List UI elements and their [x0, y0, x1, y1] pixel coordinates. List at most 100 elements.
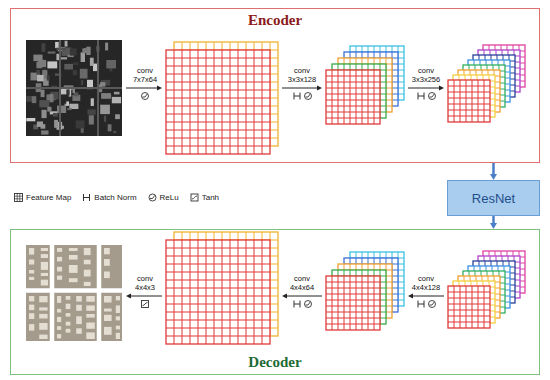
map-building	[66, 296, 71, 300]
satellite-building	[64, 64, 73, 70]
conv-arrowhead	[282, 294, 287, 299]
map-building	[116, 326, 120, 330]
connector-arrow	[490, 216, 497, 229]
legend-text: Feature Map	[26, 193, 71, 202]
feature-map-cells	[326, 70, 380, 124]
batch-norm-symbol	[84, 194, 90, 201]
map-building	[116, 333, 120, 339]
satellite-building	[73, 89, 76, 93]
node-title: Encoder	[248, 12, 302, 29]
map-building	[84, 248, 91, 255]
conv-label: 3x3x128	[288, 75, 316, 84]
feature-map-symbol	[15, 194, 23, 202]
map-building	[29, 305, 34, 311]
batch-norm-symbol	[418, 301, 424, 308]
map-building	[116, 296, 120, 300]
feature-map-layer	[166, 240, 270, 344]
map-building	[57, 309, 61, 313]
conv-arrowhead	[126, 294, 131, 299]
node-title: ResNet	[472, 191, 515, 206]
relu-symbol	[429, 93, 436, 100]
satellite-building	[55, 42, 59, 48]
feature-map-cells	[166, 50, 270, 154]
relu-symbol	[149, 194, 156, 201]
map-building	[86, 314, 95, 318]
satellite-building	[54, 120, 58, 128]
map-building	[104, 248, 110, 254]
conv-arrowhead	[157, 86, 162, 91]
map-building	[57, 296, 61, 303]
feature-map-frame	[326, 70, 380, 124]
satellite-building	[47, 107, 51, 112]
conv-label: conv	[294, 274, 310, 283]
node-title: Decoder	[248, 354, 301, 371]
conv-arrowhead	[439, 86, 444, 91]
map-building	[41, 280, 48, 286]
satellite-building	[88, 109, 96, 114]
satellite-building	[66, 101, 69, 105]
satellite-building	[73, 62, 78, 65]
map-building	[104, 272, 110, 279]
map-building	[41, 248, 48, 251]
batch-norm-symbol	[294, 301, 300, 308]
decoder-region: Decoder	[10, 229, 540, 375]
conv-arrowhead	[317, 86, 322, 91]
map-building	[69, 248, 78, 251]
map-building	[104, 296, 112, 303]
map-building	[104, 259, 110, 266]
map-building	[57, 267, 62, 272]
map-building	[76, 328, 82, 334]
map-building	[84, 270, 91, 277]
conv-arrow	[412, 296, 444, 297]
connector-line	[492, 216, 495, 224]
conv-arrow	[282, 88, 318, 89]
conv-arrowhead	[408, 294, 413, 299]
satellite-building	[70, 48, 77, 55]
satellite-building	[33, 55, 42, 62]
conv-label: 4x4x128	[412, 283, 440, 292]
conv-label: 3x3x256	[412, 75, 440, 84]
satellite-building	[57, 106, 66, 113]
batch-norm-symbol	[294, 93, 300, 100]
map-building	[29, 296, 34, 301]
feature-map-cells	[326, 276, 380, 330]
legend-symbol	[82, 193, 91, 202]
relu-symbol	[429, 301, 436, 308]
map-building	[76, 296, 82, 302]
legend-symbol	[148, 193, 157, 202]
map-building	[41, 254, 48, 258]
satellite-building	[112, 97, 121, 103]
map-building	[29, 248, 34, 255]
satellite-building	[26, 118, 35, 121]
feature-map-layer	[326, 70, 380, 124]
resnet-box: ResNet	[447, 180, 540, 216]
map-building	[86, 323, 95, 329]
legend-item: ReLu	[148, 193, 179, 202]
legend-item: Tanh	[190, 193, 219, 202]
satellite-building	[42, 43, 46, 52]
map-building	[66, 304, 71, 309]
map-building	[29, 260, 34, 265]
relu-symbol	[305, 93, 312, 100]
map-building	[39, 307, 47, 310]
satellite-building	[108, 124, 112, 131]
satellite-building	[106, 60, 116, 68]
map-building	[84, 282, 91, 286]
conv-label: conv	[418, 274, 434, 283]
legend-item: Feature Map	[14, 193, 71, 202]
satellite-building	[47, 61, 57, 68]
satellite-building	[42, 110, 47, 118]
satellite-building	[81, 80, 83, 85]
connector-arrow	[490, 163, 497, 180]
satellite-building	[61, 57, 67, 59]
legend-item: Batch Norm	[82, 193, 136, 202]
map-image	[26, 245, 122, 341]
connector-line	[492, 163, 495, 175]
satellite-building	[48, 52, 56, 54]
map-building	[104, 327, 112, 335]
map-building	[39, 323, 47, 330]
feature-map-frame	[448, 80, 490, 122]
map-building	[116, 316, 120, 320]
relu-symbol	[142, 93, 149, 100]
map-building	[66, 329, 71, 333]
